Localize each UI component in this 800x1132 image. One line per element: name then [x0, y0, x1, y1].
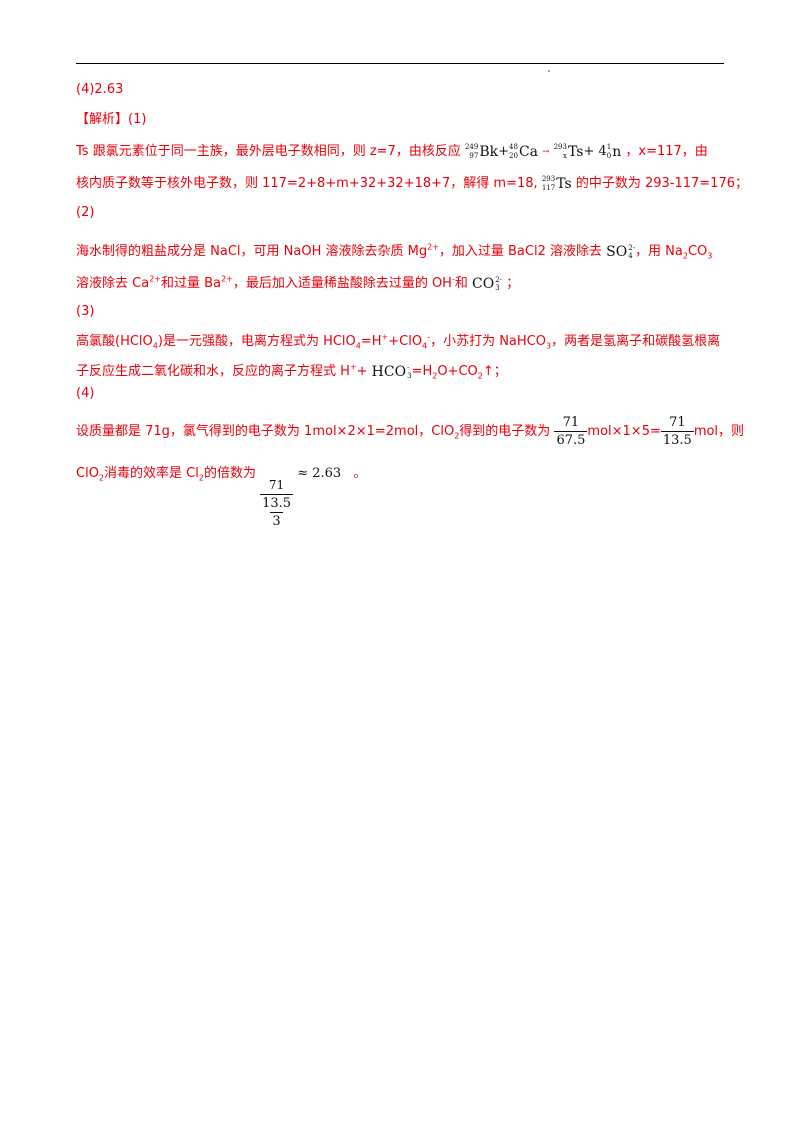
- paragraph-8: ClO2消毒的效率是 Cl2的倍数为 71 13.5 3 ≈ 2.63 。: [76, 466, 367, 529]
- paragraph-3: 海水制得的粗盐成分是 NaCl，可用 NaOH 溶液除去杂质 Mg2+，加入过量…: [76, 242, 713, 261]
- paragraph-2: 核内质子数等于核外电子数，则 117=2+8+m+32+32+18+7，解得 m…: [76, 174, 748, 192]
- paragraph-6: 子反应生成二氧化碳和水，反应的离子方程式 H++ HCO-3=H2O+CO2↑；: [76, 362, 507, 381]
- reaction-arrow: →: [542, 146, 550, 157]
- header-rule: [76, 63, 724, 64]
- paragraph-5: 高氯酸(HClO4)是一元强酸，电离方程式为 HClO4=H++ClO4-，小苏…: [76, 332, 721, 351]
- analysis-header: 【解析】(1): [76, 112, 147, 127]
- approx-result: ≈ 2.63: [297, 466, 342, 481]
- label-4: (4): [76, 386, 95, 401]
- paragraph-7: 设质量都是 71g，氯气得到的电子数为 1mol×2×1=2mol，ClO2得到…: [76, 415, 745, 448]
- bicarbonate-ion: HCO-3: [371, 363, 412, 380]
- compound-fraction: 71 13.5 3: [260, 478, 294, 529]
- label-2: (2): [76, 205, 95, 220]
- paragraph-4: 溶液除去 Ca2+和过量 Ba2+，最后加入适量稀盐酸除去过量的 OH-和 CO…: [76, 274, 520, 292]
- answer-line: (4)2.63: [76, 82, 124, 97]
- label-3: (3): [76, 304, 95, 319]
- header-dot: [548, 70, 550, 72]
